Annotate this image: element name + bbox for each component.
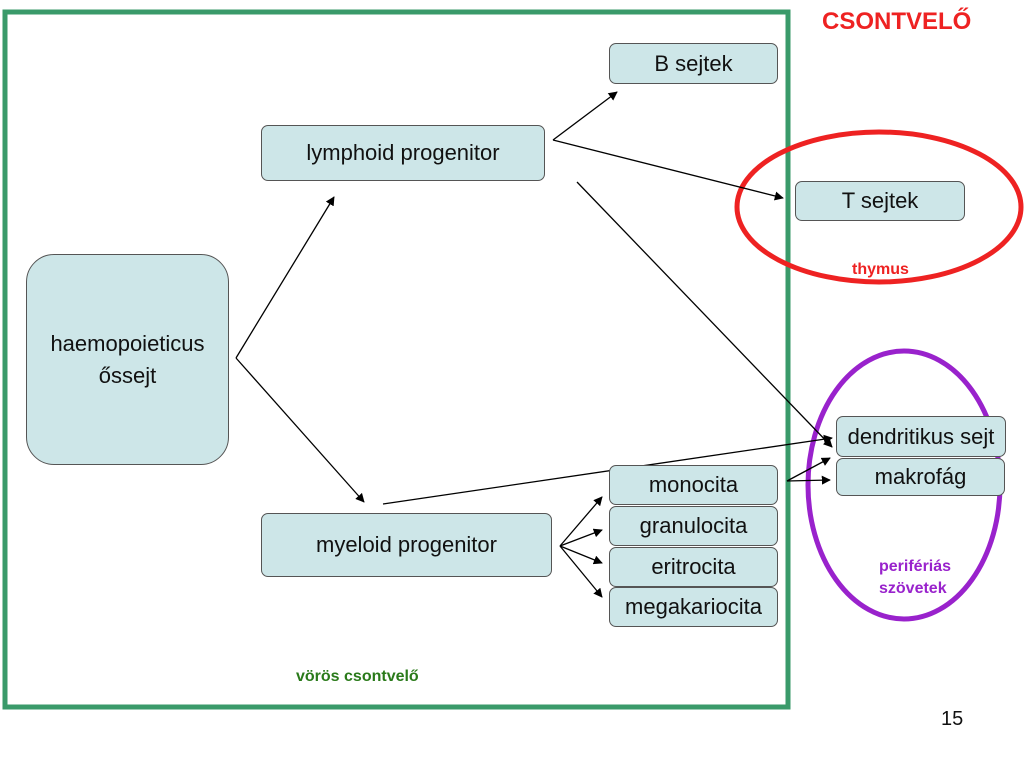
- arrow-monocyte-dendritic: [786, 457, 831, 482]
- arrow-myeloid-erythrocyte: [559, 545, 603, 565]
- region-label-thymus: thymus: [852, 261, 909, 278]
- node-b-cells: B sejtek: [609, 43, 778, 84]
- region-label-red-marrow: vörös csontvelő: [296, 668, 419, 685]
- arrow-myeloid-dendritic: [382, 434, 833, 505]
- arrow-myeloid-monocyte: [559, 496, 603, 547]
- arrow-myeloid-megakaryocyte: [559, 545, 603, 598]
- node-macrophage: makrofág: [836, 458, 1005, 496]
- arrow-lymphoid-b: [552, 91, 618, 141]
- arrow-lymphoid-t: [552, 139, 784, 201]
- node-monocyte: monocita: [609, 465, 778, 505]
- node-erythrocyte: eritrocita: [609, 547, 778, 587]
- node-lymphoid-progenitor: lymphoid progenitor: [261, 125, 545, 181]
- page-number: 15: [941, 708, 964, 730]
- arrow-hsc-lymphoid: [235, 196, 335, 359]
- region-label-peripheral: perifériás szövetek: [879, 558, 952, 597]
- thymus-ring: [734, 129, 1024, 285]
- arrow-myeloid-granulocyte: [559, 528, 603, 547]
- node-dendritic-cell: dendritikus sejt: [836, 416, 1006, 457]
- node-megakaryocyte: megakariocita: [609, 587, 778, 627]
- arrow-monocyte-macrophage: [786, 475, 831, 485]
- bone-marrow-frame: [2, 9, 791, 710]
- node-granulocyte: granulocita: [609, 506, 778, 546]
- node-hsc: haemopoieticus őssejt: [26, 254, 229, 465]
- page-title: CSONTVELŐ: [822, 8, 972, 35]
- arrow-hsc-myeloid: [235, 357, 365, 503]
- arrow-lymphoid-dendritic: [576, 181, 833, 448]
- node-myeloid-progenitor: myeloid progenitor: [261, 513, 552, 577]
- node-t-cells: T sejtek: [795, 181, 965, 221]
